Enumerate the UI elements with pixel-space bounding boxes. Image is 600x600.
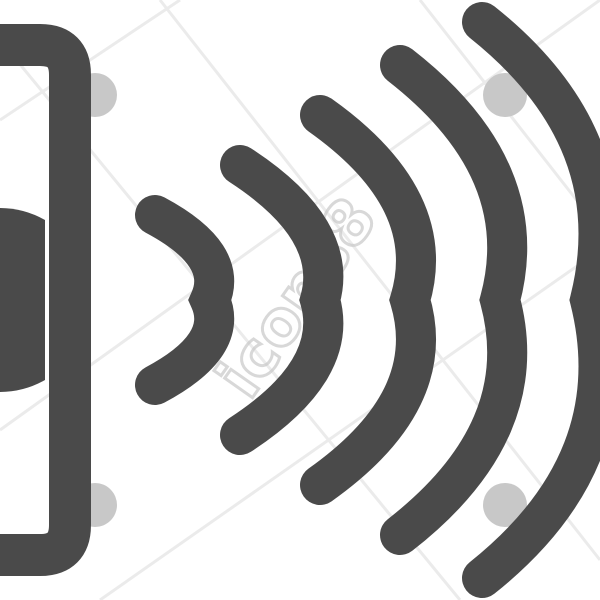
signal-arc-2 [220, 145, 344, 455]
signal-arc-5 [462, 2, 600, 598]
device-frame [0, 24, 91, 576]
signal-arc-3 [300, 95, 436, 505]
emitter-dot [0, 208, 45, 392]
signal-arc-1 [135, 195, 235, 405]
signal-arc-4 [380, 45, 528, 555]
